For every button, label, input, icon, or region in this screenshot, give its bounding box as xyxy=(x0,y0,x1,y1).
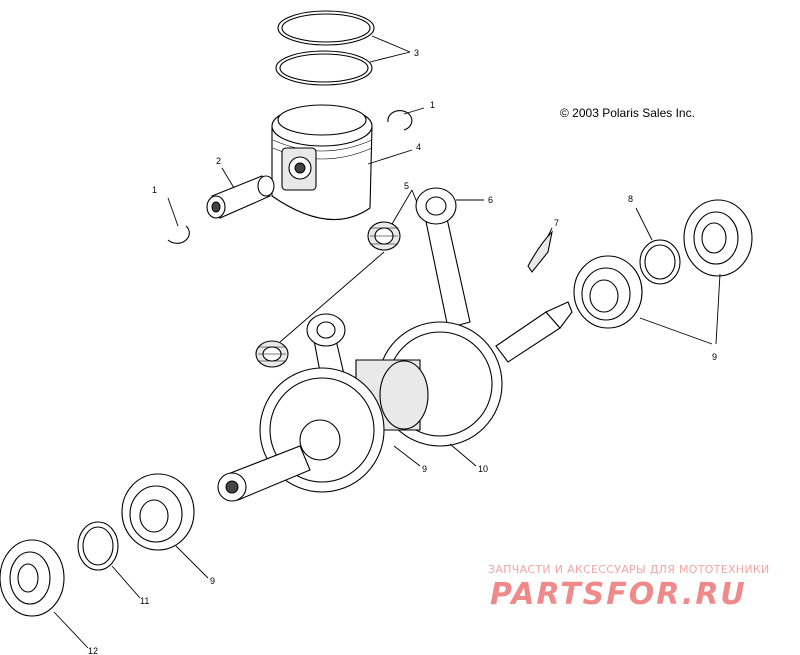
callout-2: 2 xyxy=(216,156,221,166)
watermark-subtitle: ЗАПЧАСТИ И АКСЕССУАРЫ ДЛЯ МОТОТЕХНИКИ xyxy=(488,563,770,576)
crankshaft xyxy=(217,301,573,502)
right-main-bearing xyxy=(573,255,643,329)
callout-1-lower: 1 xyxy=(152,185,157,195)
callout-7: 7 xyxy=(554,218,559,228)
callout-6: 6 xyxy=(488,195,493,205)
callout-9-right: 9 xyxy=(712,352,717,362)
callout-4: 4 xyxy=(416,142,421,152)
left-spacer-ring xyxy=(77,521,119,571)
piston-pin xyxy=(206,175,275,219)
callout-1-upper: 1 xyxy=(430,100,435,110)
callout-9-left: 9 xyxy=(210,576,215,586)
callout-3: 3 xyxy=(414,48,419,58)
callout-9-center: 9 xyxy=(422,464,427,474)
callout-8: 8 xyxy=(628,194,633,204)
woodruff-key xyxy=(527,230,553,273)
callout-10: 10 xyxy=(478,464,488,474)
left-main-bearing xyxy=(121,473,195,551)
watermark-brand: PARTSFOR.RU xyxy=(490,577,747,612)
copyright-notice: © 2003 Polaris Sales Inc. xyxy=(560,106,695,120)
spacer-ring xyxy=(639,239,681,285)
piston-rings xyxy=(275,10,375,86)
circlip-lower xyxy=(167,225,190,244)
callout-11: 11 xyxy=(140,596,149,606)
needle-bearing-upper xyxy=(367,221,401,251)
left-oil-seal xyxy=(0,539,65,617)
piston xyxy=(271,104,373,220)
connecting-rod-upper xyxy=(415,187,471,329)
callout-5: 5 xyxy=(404,181,409,191)
right-oil-seal xyxy=(683,199,753,277)
needle-bearing-lower xyxy=(255,340,289,368)
callout-12: 12 xyxy=(88,646,98,655)
circlip-upper xyxy=(387,110,413,131)
